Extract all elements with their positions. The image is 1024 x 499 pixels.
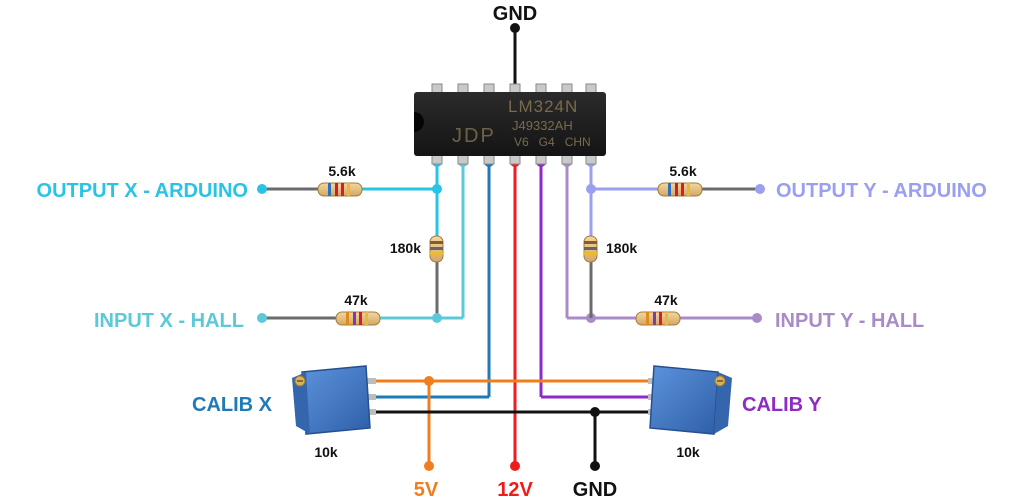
lm324-chip: LM324N JDP J49332AH V6 G4 CHN bbox=[414, 83, 606, 165]
label-12v: 12V bbox=[497, 479, 533, 499]
gnd-bottom-wire bbox=[372, 407, 654, 471]
label-calib-x: CALIB X bbox=[192, 394, 273, 416]
resistor-feedback-x bbox=[429, 235, 444, 263]
supply-5v-wire bbox=[372, 376, 654, 471]
label-gnd-top: GND bbox=[493, 3, 537, 25]
label-output-x: OUTPUT X - ARDUINO bbox=[37, 180, 248, 202]
supply-12v-wire bbox=[510, 157, 520, 471]
label-5v: 5V bbox=[414, 479, 439, 499]
resistor-feedback-x-value: 180k bbox=[390, 240, 421, 256]
label-gnd-bottom: GND bbox=[573, 479, 617, 499]
potentiometer-calib-x bbox=[292, 365, 376, 435]
calib-x-wire bbox=[372, 157, 494, 399]
resistor-input-x-value: 47k bbox=[344, 292, 368, 308]
resistor-feedback-y bbox=[583, 235, 598, 263]
resistor-feedback-y-value: 180k bbox=[606, 240, 637, 256]
pot-x-value: 10k bbox=[314, 444, 338, 460]
pot-y-value: 10k bbox=[676, 444, 700, 460]
resistor-input-y bbox=[635, 311, 681, 326]
label-input-x: INPUT X - HALL bbox=[94, 310, 244, 332]
chip-date-code: V6 G4 CHN bbox=[514, 135, 591, 149]
resistor-output-x bbox=[317, 182, 363, 197]
calib-y-wire bbox=[536, 157, 654, 399]
gnd-top-wire bbox=[510, 23, 520, 93]
resistor-input-x bbox=[335, 311, 381, 326]
chip-logo: JDP bbox=[452, 125, 496, 147]
input-y-wire bbox=[562, 157, 762, 323]
resistor-output-y bbox=[657, 182, 703, 197]
label-input-y: INPUT Y - HALL bbox=[775, 310, 924, 332]
potentiometer-calib-y bbox=[648, 365, 732, 435]
chip-lot-code: J49332AH bbox=[512, 118, 573, 133]
resistor-output-x-value: 5.6k bbox=[328, 163, 355, 179]
resistor-input-y-value: 47k bbox=[654, 292, 678, 308]
resistor-output-y-value: 5.6k bbox=[669, 163, 696, 179]
label-output-y: OUTPUT Y - ARDUINO bbox=[776, 180, 987, 202]
label-calib-y: CALIB Y bbox=[742, 394, 822, 416]
chip-part-number: LM324N bbox=[508, 97, 578, 116]
